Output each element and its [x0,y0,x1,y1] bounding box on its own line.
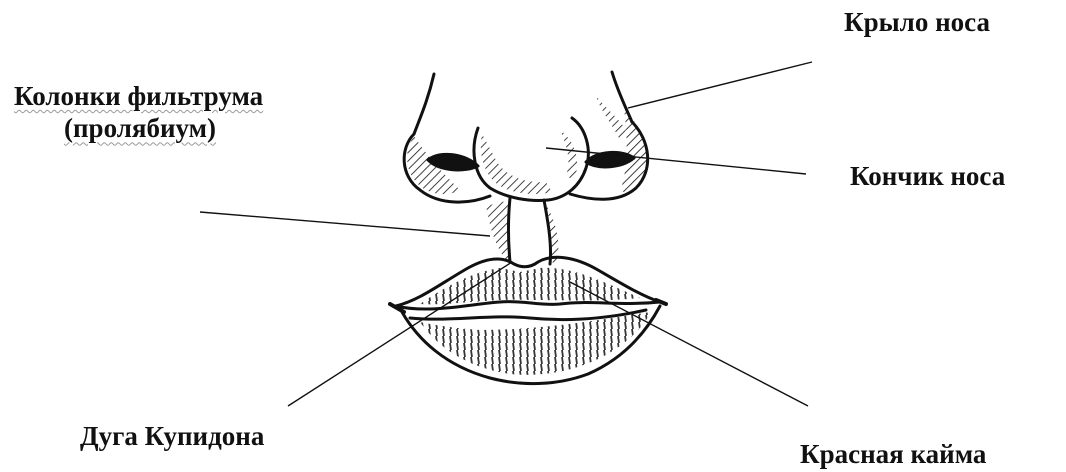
columella-right [544,200,551,264]
label-nose-wing: Крыло носа [844,6,990,38]
nose [404,72,648,264]
leader-nose-wing [628,62,812,108]
nose-tip-hatch [481,134,552,194]
label-filtrum-columns-line2: (пролябиум) [64,113,216,143]
right-ala-hatch-upper [596,96,626,140]
leader-filtrum-columns [200,212,490,236]
upper-lip-hatch [420,268,640,305]
label-nose-wing-text: Крыло носа [844,7,990,37]
label-filtrum-columns-subtext: (пролябиум) [14,112,263,144]
nose-tip-hatch-right [560,130,577,180]
label-vermilion-border-text: Красная кайма [800,439,986,469]
nose-bridge-left [414,74,434,134]
lower-lip-inner-line [410,310,646,320]
lips [390,257,666,383]
label-cupid-bow-text: Дуга Купидона [80,421,264,451]
label-filtrum-columns-line1: Колонки фильтрума [14,81,263,111]
label-vermilion-border: Красная кайма [800,438,986,470]
label-nose-tip-text: Кончик носа [850,161,1005,191]
label-filtrum-columns-text: Колонки фильтрума [14,80,263,112]
label-nose-tip: Кончик носа [850,160,1005,192]
columella-hatch [486,200,510,262]
label-cupid-bow: Дуга Купидона [80,420,264,452]
columella-hatch-right [546,204,558,264]
label-filtrum-columns: Колонки фильтрума (пролябиум) [14,80,263,145]
